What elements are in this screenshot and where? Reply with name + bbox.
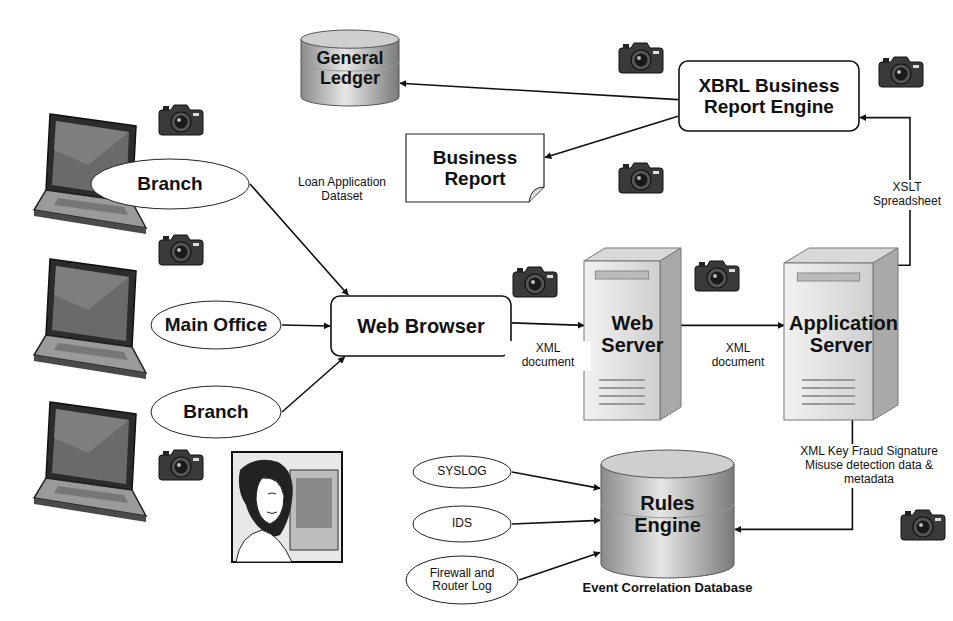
connector-arrow	[512, 520, 600, 524]
server-icon: Application Server	[784, 248, 898, 420]
database-cylinder: Rules EngineEvent Correlation Database	[600, 450, 735, 578]
source-ellipse: Firewall and Router Log	[405, 555, 519, 605]
node-label: Rules Engine	[606, 492, 729, 537]
connector-arrow	[400, 83, 678, 99]
process-box: XBRL Business Report Engine	[678, 60, 860, 132]
server-icon: Web Server	[584, 248, 681, 420]
node-label: Web Server	[589, 312, 676, 357]
text-stack: IDS	[452, 517, 472, 530]
connector-arrow	[282, 325, 330, 326]
node-label: XBRL Business Report Engine	[684, 75, 854, 118]
site-ellipse: Branch	[90, 158, 250, 210]
edge-label: XSLT Spreadsheet	[865, 180, 949, 210]
source-ellipse: IDS	[412, 505, 512, 543]
node-label: Branch	[137, 173, 202, 194]
node-label: Main Office	[165, 314, 267, 335]
document-shape: Business Report	[405, 133, 545, 203]
edge-label: XML document	[505, 341, 591, 371]
connector-arrow	[282, 357, 345, 412]
text-stack: Rules Engine	[606, 492, 729, 537]
text-stack: XBRL Business Report Engine	[684, 75, 854, 118]
node-label: SYSLOG	[437, 465, 486, 478]
text-stack: Main Office	[165, 314, 267, 335]
text-stack: Application Server	[789, 312, 893, 357]
node-label: Application Server	[789, 312, 893, 357]
edge-label: XML Key Fraud Signature Misuse detection…	[789, 444, 949, 487]
woman-picture	[232, 452, 342, 562]
connector-arrow	[681, 325, 784, 327]
text-stack: Web Browser	[357, 315, 484, 337]
site-ellipse: Branch	[150, 385, 282, 439]
node-label: Business Report	[411, 147, 539, 190]
text-stack: General Ledger	[306, 48, 394, 88]
text-stack: Web Server	[589, 312, 676, 357]
connector-arrow	[512, 323, 584, 326]
process-box: Web Browser	[330, 295, 512, 357]
node-label: Branch	[183, 401, 248, 422]
connector-arrow	[519, 552, 600, 580]
edge-label: XML document	[695, 341, 781, 371]
text-stack: Branch	[183, 401, 248, 422]
node-caption: Event Correlation Database	[578, 578, 758, 596]
connector-arrow	[512, 472, 600, 488]
text-stack: Business Report	[411, 147, 539, 190]
node-label: Web Browser	[357, 315, 484, 337]
text-stack: SYSLOG	[437, 465, 486, 478]
source-ellipse: SYSLOG	[412, 455, 512, 489]
node-label: IDS	[452, 517, 472, 530]
site-ellipse: Main Office	[150, 300, 282, 350]
text-stack: Branch	[137, 173, 202, 194]
database-cylinder: General Ledger	[300, 30, 400, 106]
connector-arrow	[545, 116, 678, 157]
edge-label: Loan Application Dataset	[283, 175, 401, 205]
node-label: General Ledger	[306, 48, 394, 88]
text-stack: Firewall and Router Log	[416, 567, 508, 594]
node-label: Firewall and Router Log	[416, 567, 508, 594]
